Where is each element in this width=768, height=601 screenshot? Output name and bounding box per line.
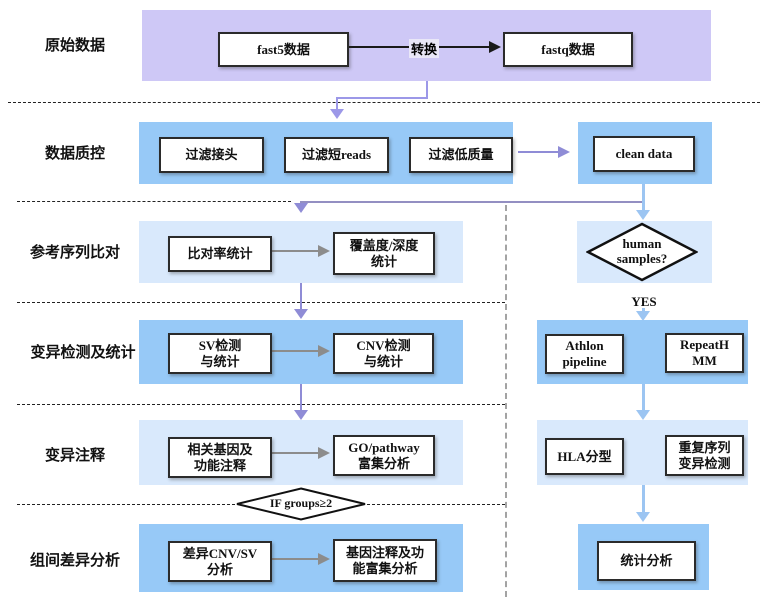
arrow-convert-head — [489, 41, 501, 53]
arrow-right-variant-down-head — [636, 410, 650, 420]
connector-branch-left — [300, 201, 642, 203]
arrow-qc-to-clean-line — [518, 151, 558, 153]
decision-human-samples: human samples? — [586, 222, 698, 282]
arrow-align-head — [318, 245, 330, 257]
column-divider — [505, 205, 507, 597]
node-filter-short-reads: 过滤短reads — [284, 137, 389, 173]
arrow-diff-enrich-head — [318, 553, 330, 565]
node-coverage-depth-stat: 覆盖度/深度 统计 — [333, 232, 435, 275]
node-hla-typing: HLA分型 — [545, 438, 624, 475]
arrow-qc-to-clean-head — [558, 146, 570, 158]
connector-variant-down — [300, 384, 302, 410]
node-filter-adapter: 过滤接头 — [159, 137, 264, 173]
separator-row4 — [17, 404, 505, 405]
node-go-pathway-enrichment: GO/pathway 富集分析 — [333, 435, 435, 476]
decision-human-samples-label: human samples? — [616, 236, 668, 266]
connector-raw-to-qc-v1 — [426, 81, 428, 99]
arrow-genes-go-line — [270, 452, 318, 454]
node-cnv-detection: CNV检测 与统计 — [333, 333, 434, 374]
node-repeathmm: RepeatH MM — [665, 333, 744, 373]
node-statistical-analysis: 统计分析 — [597, 541, 696, 581]
connector-right-variant-down — [642, 384, 645, 410]
convert-label: 转换 — [409, 39, 440, 58]
node-fast5-data: fast5数据 — [218, 32, 349, 67]
connector-yes-down — [642, 308, 645, 312]
row-label-variant-annot: 变异注释 — [44, 448, 105, 464]
arrow-genes-go-head — [318, 447, 330, 459]
node-gene-annotation-enrichment: 基因注释及功 能富集分析 — [333, 539, 437, 582]
row-label-variant-detect: 变异检测及统计 — [30, 345, 136, 361]
arrow-yes-down-head — [636, 311, 650, 321]
row-label-ref-alignment: 参考序列比对 — [29, 245, 120, 261]
node-athlon-pipeline: Athlon pipeline — [545, 334, 624, 374]
arrow-align-down-head — [294, 309, 308, 319]
human-samples-diamond-shape — [586, 222, 698, 282]
row-label-group-diff: 组间差异分析 — [29, 553, 120, 569]
connector-raw-to-qc-h — [336, 97, 428, 99]
arrow-sv-cnv-line — [270, 350, 318, 352]
node-filter-low-quality: 过滤低质量 — [409, 137, 513, 173]
yes-label: YES — [631, 294, 657, 309]
arrow-diff-enrich-line — [270, 558, 318, 560]
separator-row3 — [17, 302, 505, 303]
node-related-genes-annotation: 相关基因及 功能注释 — [168, 437, 272, 478]
arrow-variant-down-head — [294, 410, 308, 420]
arrow-sv-cnv-head — [318, 345, 330, 357]
connector-align-down — [300, 283, 302, 309]
decision-if-groups: IF groups≥2 — [235, 487, 367, 521]
node-diff-cnv-sv: 差异CNV/SV 分析 — [168, 541, 272, 582]
decision-if-groups-label: IF groups≥2 — [269, 496, 333, 511]
arrow-branch-to-align-head — [294, 203, 308, 213]
row-label-raw-data: 原始数据 — [44, 38, 105, 54]
node-repeat-variant-detection: 重复序列 变异检测 — [665, 435, 744, 476]
node-sv-detection: SV检测 与统计 — [168, 333, 272, 374]
arrow-raw-to-qc-head — [330, 109, 344, 119]
node-alignment-rate-stat: 比对率统计 — [168, 236, 272, 272]
connector-raw-to-qc-v2 — [336, 97, 338, 109]
node-fastq-data: fastq数据 — [503, 32, 633, 67]
separator-row1 — [8, 102, 760, 103]
separator-row2 — [17, 201, 291, 202]
arrow-align-line — [270, 250, 318, 252]
node-clean-data: clean data — [593, 136, 695, 172]
row-label-data-qc: 数据质控 — [44, 146, 105, 162]
connector-right-annot-down — [642, 485, 645, 512]
connector-clean-down — [642, 184, 645, 210]
arrow-clean-to-diamond-head — [636, 210, 650, 220]
arrow-right-annot-down-head — [636, 512, 650, 522]
if-groups-diamond-shape — [236, 487, 366, 521]
